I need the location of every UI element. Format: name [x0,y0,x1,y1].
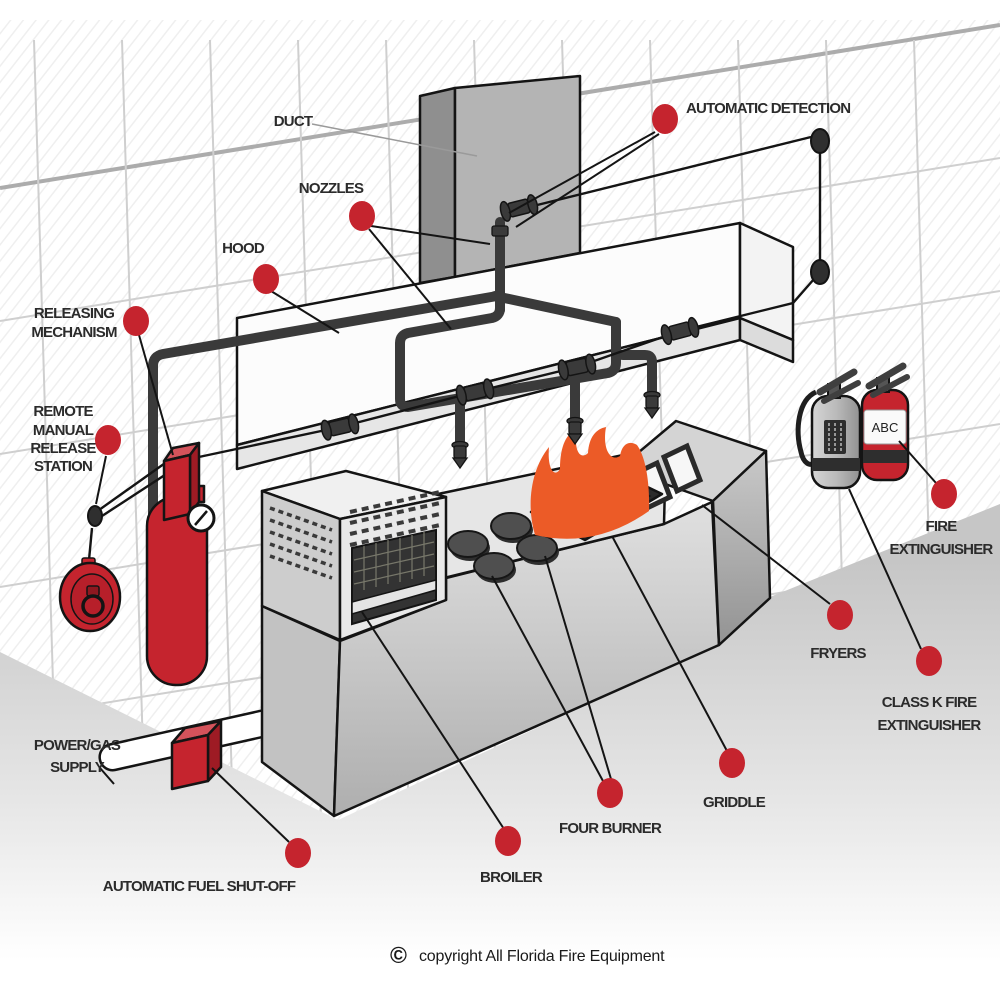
fryer-vat-2 [660,442,704,495]
releasing-mechanism-box [162,441,201,522]
detector-icon [557,353,597,381]
label-remote-4: STATION [34,458,92,475]
marker-automatic-detection [652,104,678,134]
manifold-loop-pipe [395,291,621,412]
broiler-unit [260,469,448,642]
label-broiler: BROILER [480,869,543,886]
four-burner-range [447,512,559,583]
marker-class-k [916,646,942,676]
label-power-1: POWER/GAS [34,737,121,754]
callout-labels: DUCT NOZZLES HOOD AUTOMATIC DETECTION RE… [30,100,994,895]
label-class-k-2: EXTINGUISHER [878,717,982,734]
marker-fire-extinguisher [931,479,957,509]
copyright-footer: © copyright All Florida Fire Equipment [390,942,665,968]
gauge-needle [194,510,208,526]
label-griddle: GRIDDLE [703,794,766,811]
duct-left-face [418,86,457,285]
agent-tank-assembly [145,441,216,687]
marker-broiler [495,826,521,856]
silver-handle-icon [816,368,861,404]
marker-releasing-mechanism [123,306,149,336]
label-releasing-2: MECHANISM [31,324,117,341]
duct-nozzle-cap [491,225,509,237]
broiler-grill-grid [353,532,435,590]
nozzle-icon [451,440,469,470]
red-handle-icon [865,362,910,398]
label-class-k-1: CLASS K FIRE [882,694,977,711]
red-band [863,450,907,463]
duct-front-face [453,74,582,279]
portable-extinguishers: ABC [795,362,910,490]
detector-icon [660,316,700,346]
silver-band [812,458,860,471]
marker-hood [253,264,279,294]
fusible-link-detectors [320,194,700,441]
abc-rating-text: ABC [872,420,899,435]
detector-icon [455,378,495,406]
release-cable-2 [101,467,175,518]
broiler-shelf [351,579,437,615]
pull-ring-icon [81,594,105,618]
remote-pull-station [58,557,122,633]
label-remote-2: MANUAL [33,422,94,439]
detector-icon [320,413,360,441]
cooking-line-island [260,419,772,818]
pulley-icon [87,505,103,527]
pulley-icon [810,128,830,154]
abc-label-band [863,409,907,445]
broiler-left-vents [269,506,333,580]
rear-branch-pipe [490,291,621,327]
pulley-icon [810,259,830,285]
suppression-piping [148,217,661,526]
marker-four-burner [597,778,623,808]
marker-nozzles [349,201,375,231]
label-nozzles: NOZZLES [299,180,364,197]
fuel-shutoff-valve [170,719,223,791]
nozzle-icon [566,416,584,446]
fire-flame-icon [530,427,650,539]
label-automatic-detection: AUTOMATIC DETECTION [686,100,850,117]
label-four-burner: FOUR BURNER [559,820,662,837]
marker-fryers [827,600,853,630]
nozzle-icon [643,390,661,420]
agent-supply-pipe [148,291,502,526]
marker-remote-station [95,425,121,455]
callout-markers [95,104,957,868]
floor [0,504,1000,1000]
label-fryers: FRYERS [810,645,866,662]
extinguisher-hose [795,389,818,467]
fryer-right-face [711,449,772,647]
label-power-2: SUPPLY [50,759,105,776]
hood-end-rim [738,316,795,364]
release-cable-3 [87,527,94,561]
label-duct: DUCT [274,113,313,130]
label-releasing-1: RELEASING [34,305,114,322]
abc-extinguisher: ABC [860,362,910,482]
label-fire-ext-1: FIRE [926,518,958,535]
marker-griddle [719,748,745,778]
release-cable-1 [98,460,169,511]
nozzle-tips [451,225,661,470]
corner-pulleys [87,128,830,527]
copyright-symbol-icon: © [390,942,407,968]
marker-fuel-shutoff [285,838,311,868]
callout-leader-lines [95,123,937,843]
label-fuel-shutoff: AUTOMATIC FUEL SHUT-OFF [103,878,296,895]
label-remote-1: REMOTE [33,403,93,420]
label-remote-3: RELEASE [30,440,96,457]
label-fire-ext-2: EXTINGUISHER [890,541,994,558]
broiler-front-vents [349,490,441,547]
class-k-extinguisher [795,368,862,490]
label-hood: HOOD [222,240,265,257]
copyright-text: copyright All Florida Fire Equipment [419,948,665,965]
